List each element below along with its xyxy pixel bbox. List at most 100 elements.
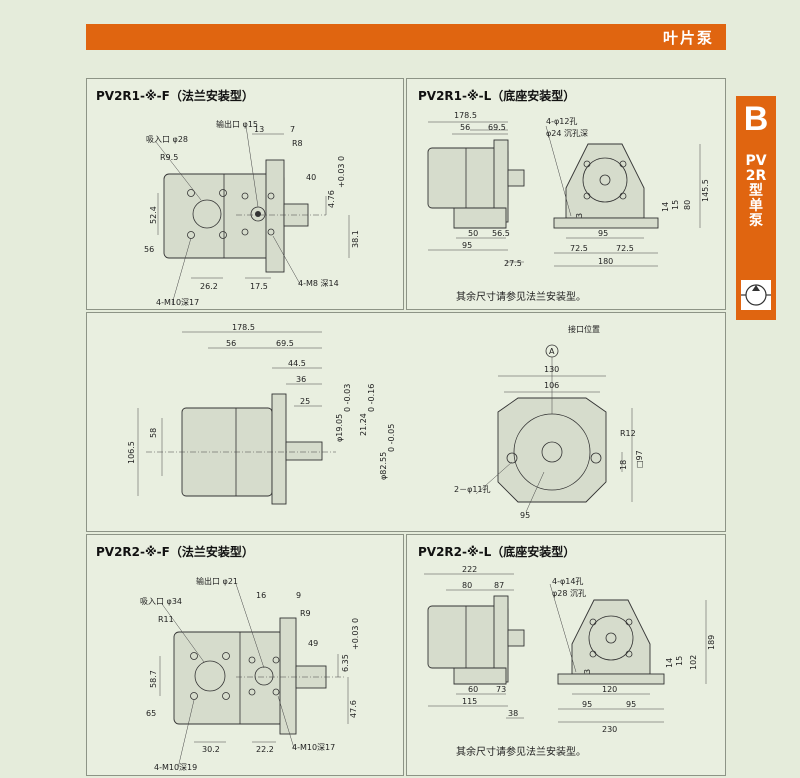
note-pv2r2-base: 其余尺寸请参见法兰安装型。 [456, 747, 586, 758]
label-holes: 4-φ14孔 [552, 577, 583, 586]
dim-95b: 95 [626, 700, 636, 709]
dim-7: 7 [290, 125, 295, 134]
note-pv2r1-base: 其余尺寸请参见法兰安装型。 [456, 292, 586, 303]
panel-title-pv2r2-base: PV2R2-※-L（底座安装型） [418, 545, 576, 559]
dim-476: 4.76 [327, 190, 336, 208]
dim-695: 69.5 [488, 123, 506, 132]
drawing-pv2r1-views: 178.5 56 69.5 44.5 36 25 58 106.5 φ19.05… [127, 323, 644, 520]
tol-8255: 0 -0.05 [387, 424, 396, 452]
dim-25: 25 [300, 397, 310, 406]
dim-180: 180 [598, 257, 613, 266]
tol-476: +0.03 0 [337, 156, 346, 188]
dim-189: 189 [707, 635, 716, 650]
dim-73: 73 [496, 685, 506, 694]
dim-115: 115 [462, 697, 477, 706]
dim-222: 222 [462, 565, 477, 574]
label-r12: R12 [620, 429, 636, 438]
label-m8: 4-M8 深14 [298, 279, 339, 288]
dia-1905: φ19.05 [335, 414, 344, 442]
dim-381: 38.1 [351, 230, 360, 248]
tol-2124: 0 -0.16 [367, 384, 376, 412]
label-m10: 4-M10深17 [292, 743, 335, 752]
panel-title-pv2r1-flange: PV2R1-※-F（法兰安装型） [96, 89, 254, 103]
dim-58: 58 [149, 428, 158, 438]
dim-275: 27.5 [504, 259, 522, 268]
dim-14: 14 [661, 202, 670, 212]
dim-445: 44.5 [288, 359, 306, 368]
drawing-pv2r1-base: 178.5 56 69.5 4-φ12孔 φ24 沉孔深 50 56.5 95 … [427, 111, 710, 268]
dim-56: 56 [226, 339, 236, 348]
drawing-pv2r2-flange: 输出口 φ21 吸入口 φ34 16 9 R11 R9 49 6.35 +0.0… [140, 576, 360, 772]
dim-102: 102 [689, 655, 698, 670]
dim-50: 50 [468, 229, 478, 238]
dim-40: 40 [306, 173, 316, 182]
section-header-bar: 叶片泵 [86, 24, 726, 50]
label-m10: 4-M10深17 [156, 298, 199, 307]
dim-524: 52.4 [149, 206, 158, 224]
label-inlet: 吸入口 φ34 [140, 597, 182, 606]
label-r8: R8 [292, 139, 303, 148]
panel-title-pv2r1-base: PV2R1-※-L（底座安装型） [418, 89, 576, 103]
label-counterbore: φ24 沉孔深 [546, 129, 588, 138]
dim-80: 80 [462, 581, 472, 590]
drawing-pv2r1-flange: 吸入口 φ28 输出口 φ15 13 7 R9.5 R8 40 4.76 +0.… [144, 119, 360, 307]
dim-15: 15 [671, 200, 680, 210]
dim-2124: 21.24 [359, 413, 368, 436]
label-outlet: 输出口 φ15 [216, 119, 258, 129]
pump-symbol-icon [741, 280, 771, 310]
dia-8255: φ82.55 [379, 452, 388, 480]
dim-695: 69.5 [276, 339, 294, 348]
label-holes: 2－φ11孔 [454, 485, 491, 494]
dim-38: 38 [508, 709, 518, 718]
label-r95: R9.5 [160, 153, 178, 162]
panel-title-pv2r2-flange: PV2R2-※-F（法兰安装型） [96, 545, 254, 559]
dim-95a: 95 [582, 700, 592, 709]
label-outlet: 输出口 φ21 [196, 576, 238, 586]
dim-725a: 72.5 [570, 244, 588, 253]
label-inlet: 吸入口 φ28 [146, 135, 188, 144]
dim-9: 9 [296, 591, 301, 600]
label-counterbore: φ28 沉孔 [552, 589, 586, 598]
dim-302: 30.2 [202, 745, 220, 754]
dim-106: 106 [544, 381, 559, 390]
dim-565: 56.5 [492, 229, 510, 238]
dim-15: 15 [675, 656, 684, 666]
tol-635: +0.03 0 [351, 618, 360, 650]
dim-87: 87 [494, 581, 504, 590]
dim-120: 120 [602, 685, 617, 694]
dim-14: 14 [665, 658, 674, 668]
section-title: 叶片泵 [662, 29, 714, 47]
dim-56: 56 [144, 245, 154, 254]
dim-13: 13 [254, 125, 264, 134]
dim-95b: 95 [598, 229, 608, 238]
dim-476: 47.6 [349, 700, 358, 718]
dim-60: 60 [468, 685, 478, 694]
label-holes: 4-φ12孔 [546, 117, 577, 126]
dim-18: 18 [619, 460, 628, 470]
dim-635: 6.35 [341, 654, 350, 672]
dim-1785: 178.5 [232, 323, 255, 332]
dim-56: 56 [460, 123, 470, 132]
label-port: 接口位置 [568, 324, 600, 334]
dim-230: 230 [602, 725, 617, 734]
dim-36: 36 [296, 375, 306, 384]
dim-3: 3 [575, 213, 584, 218]
dim-1455: 145.5 [701, 179, 710, 202]
dim-725b: 72.5 [616, 244, 634, 253]
label-marker: A [549, 347, 555, 356]
label-sq97: □97 [635, 450, 644, 468]
dim-49: 49 [308, 639, 318, 648]
dim-95: 95 [462, 241, 472, 250]
dim-16: 16 [256, 591, 266, 600]
category-side-tab[interactable]: B PV 2R 型 单 泵 [736, 96, 776, 320]
dim-175: 17.5 [250, 282, 268, 291]
category-label: PV 2R 型 单 泵 [745, 153, 767, 229]
dim-3: 3 [583, 669, 592, 674]
category-letter: B [743, 100, 769, 138]
dim-95: 95 [520, 511, 530, 520]
drawing-pv2r2-base: 222 80 87 4-φ14孔 φ28 沉孔 60 73 115 38 3 1… [424, 565, 716, 734]
label-r11: R11 [158, 615, 174, 624]
label-r9: R9 [300, 609, 311, 618]
dim-1785: 178.5 [454, 111, 477, 120]
dim-262: 26.2 [200, 282, 218, 291]
